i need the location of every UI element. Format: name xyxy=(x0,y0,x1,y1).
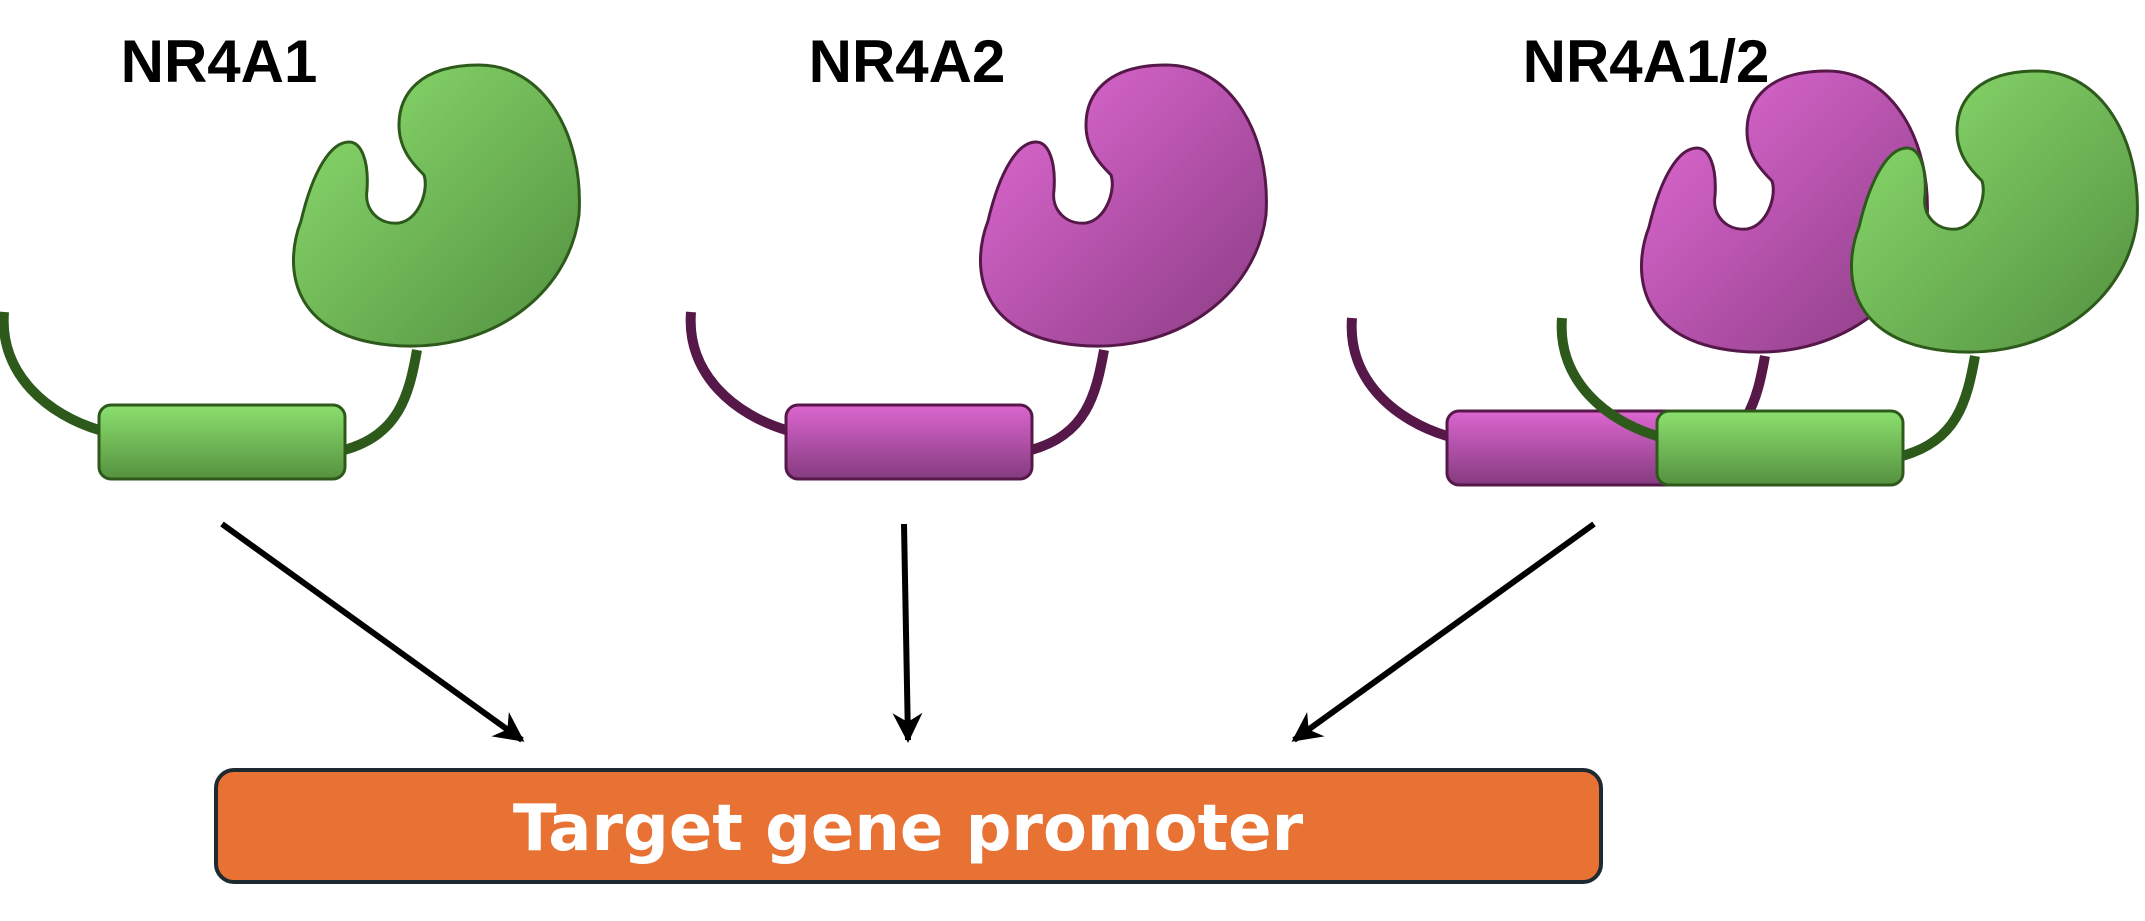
arrow-nr4a2-to-promoter xyxy=(892,523,923,743)
label-nr4a2: NR4A2 xyxy=(809,28,1006,95)
promoter-box xyxy=(214,768,1603,884)
protein-nr4a1 xyxy=(4,65,580,479)
label-nr4a1: NR4A1 xyxy=(121,28,318,95)
target-gene-promoter: Target gene promoter xyxy=(214,768,1603,884)
arrow-nr4a1-to-promoter xyxy=(220,521,525,743)
promoter-label: Target gene promoter xyxy=(513,792,1304,866)
label-nr4a1-2: NR4A1/2 xyxy=(1523,28,1770,95)
arrow-nr4a1-2-to-promoter xyxy=(1291,521,1596,743)
protein-nr4a2 xyxy=(691,65,1267,479)
heterodimer-nr4a1-2 xyxy=(1352,71,2138,485)
